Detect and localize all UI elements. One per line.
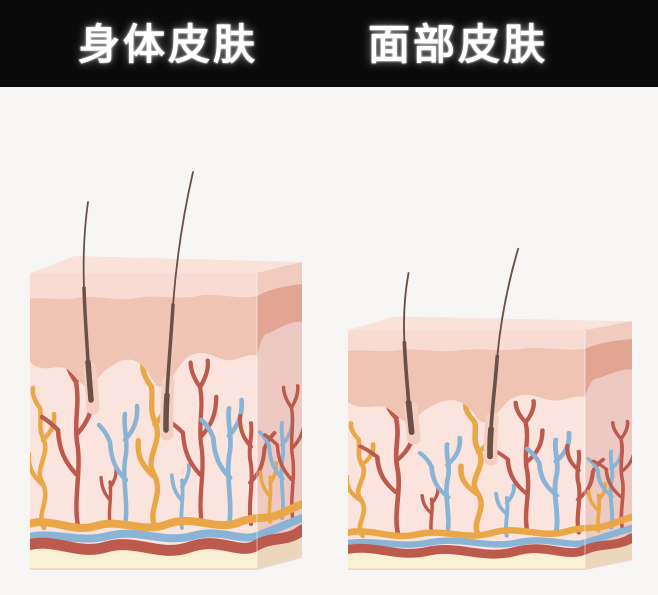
illustration-area	[0, 87, 658, 595]
title-body-skin: 身体皮肤	[77, 21, 258, 68]
title-facial-skin: 面部皮肤	[367, 21, 548, 68]
facial-skin-block	[348, 247, 632, 570]
body-skin-block	[30, 170, 302, 570]
title-bar: 身体皮肤 面部皮肤	[0, 0, 658, 87]
